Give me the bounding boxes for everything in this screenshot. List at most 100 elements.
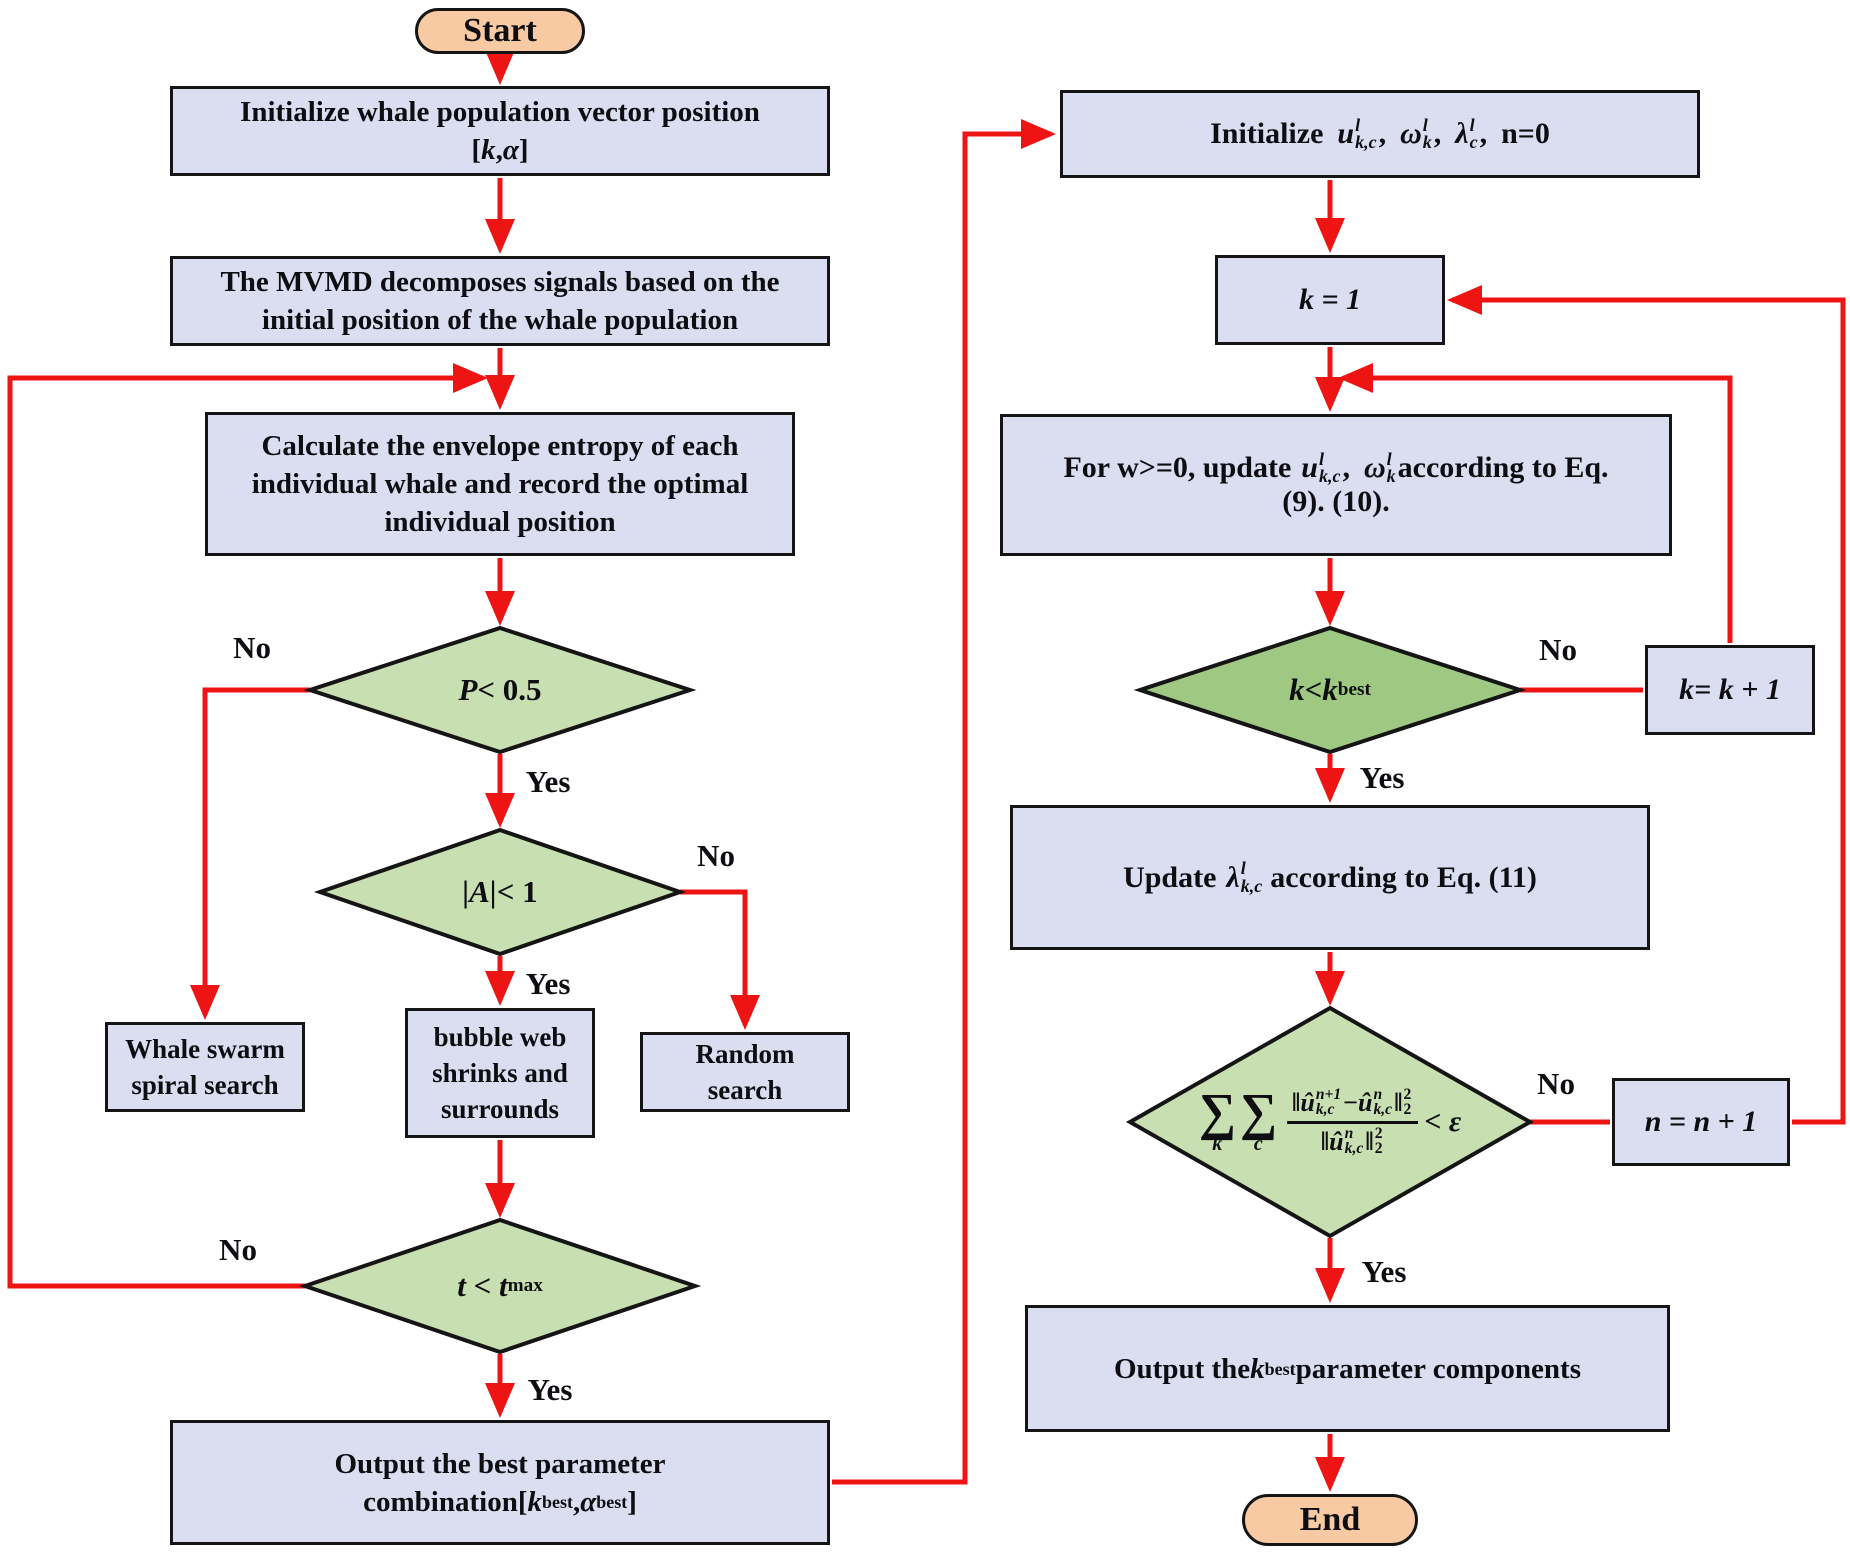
sum-c: ∑c	[1239, 1084, 1277, 1155]
a-var: |A|	[462, 874, 497, 909]
lambda-symbol: λ	[1226, 860, 1240, 894]
t-var: t < t	[457, 1268, 508, 1303]
output-kbest-post: parameter components	[1295, 1352, 1581, 1385]
var-alphabest: α	[580, 1485, 597, 1518]
p-decision-diamond	[303, 625, 697, 755]
u-hat: û	[1358, 1087, 1373, 1117]
random-search-line2: search	[707, 1075, 783, 1105]
nplus-box: n = n + 1	[1612, 1078, 1790, 1166]
bubble-web-line1: bubble web	[433, 1022, 567, 1052]
random-search-box: Random search	[640, 1032, 850, 1112]
converge-no-label: No	[1537, 1066, 1575, 1101]
entropy-line2: individual whale and record the optimal	[251, 468, 749, 500]
comma: ,	[495, 134, 503, 166]
mvmd-line1: The MVMD decomposes signals based on the	[220, 266, 780, 298]
whale-swarm-line1: Whale swarm	[125, 1034, 285, 1064]
arrow-a-no-to-random-search	[680, 889, 760, 1030]
less-than-epsilon: < ε	[1424, 1105, 1462, 1138]
initialize-text: Initialize	[1210, 117, 1324, 150]
according-eq11-text: according to Eq. (11)	[1270, 860, 1537, 894]
comma: ,	[1479, 117, 1488, 150]
bracket-close: ]	[627, 1485, 637, 1518]
a-decision-diamond	[313, 827, 687, 957]
p-yes-label: Yes	[525, 764, 571, 799]
bubble-web-line2: shrinks and	[432, 1058, 568, 1088]
tmax-yes-label: Yes	[527, 1372, 573, 1407]
init-population-box: Initialize whale population vector posit…	[170, 86, 830, 176]
entropy-line3: individual position	[384, 506, 616, 538]
end-label: End	[1299, 1501, 1361, 1538]
omega-symbol: ω	[1363, 451, 1386, 484]
n-equals-zero: n=0	[1501, 117, 1550, 150]
kbest-sub: best	[1264, 1358, 1296, 1379]
for-update-text: For w>=0, update	[1063, 451, 1292, 484]
output-kbest-pre: Output the	[1113, 1352, 1251, 1385]
start-terminal: Start	[415, 8, 585, 54]
kb-best-sub: best	[1337, 679, 1371, 700]
arrow-p-no-to-whale-swarm	[190, 687, 310, 1020]
omega-symbol: ω	[1400, 117, 1422, 150]
alphabest-sub: best	[596, 1491, 628, 1512]
u-symbol: u	[1337, 117, 1355, 150]
p-rest: < 0.5	[477, 672, 542, 707]
kb-yes-label: Yes	[1359, 760, 1405, 795]
mvmd-box: The MVMD decomposes signals based on the…	[170, 256, 830, 346]
comma: ,	[1378, 117, 1387, 150]
tmax-no-label: No	[219, 1232, 257, 1267]
var-kbest-k: k	[527, 1485, 542, 1518]
tmax-decision-diamond	[298, 1217, 702, 1355]
end-terminal: End	[1242, 1494, 1418, 1546]
a-no-label: No	[697, 838, 735, 873]
kb-decision-diamond	[1133, 625, 1527, 755]
var-alpha: α	[502, 134, 519, 166]
output-best-line1: Output the best parameter	[334, 1447, 666, 1480]
k1-box: k = 1	[1215, 255, 1445, 345]
loop-tmax-no-to-entropy-junction	[7, 363, 488, 1289]
comma: ,	[1342, 451, 1350, 484]
a-decision-label: |A| < 1	[320, 830, 680, 954]
init-population-line1: Initialize whale population vector posit…	[240, 96, 760, 128]
bracket-open: [	[471, 134, 482, 166]
u-hat: û	[1329, 1126, 1344, 1156]
comma: ,	[1433, 117, 1442, 150]
p-no-label: No	[233, 630, 271, 665]
p-var: P	[458, 672, 478, 707]
according-text: according to Eq.	[1397, 451, 1609, 484]
kb-no-label: No	[1539, 632, 1577, 667]
minus: −	[1343, 1087, 1358, 1117]
comma: ,	[572, 1485, 581, 1518]
random-search-line1: Random	[695, 1039, 795, 1069]
bracket-close: ]	[518, 134, 529, 166]
entropy-line1: Calculate the envelope entropy of each	[261, 430, 739, 462]
eq-numbers: (9). (10).	[1282, 485, 1390, 519]
entropy-box: Calculate the envelope entropy of each i…	[205, 412, 795, 556]
t-sub: max	[507, 1275, 543, 1296]
lambda-symbol: λ	[1455, 117, 1469, 150]
a-yes-label: Yes	[525, 966, 571, 1001]
sum-k: ∑k	[1198, 1084, 1236, 1155]
whale-swarm-line2: spiral search	[131, 1070, 279, 1100]
start-label: Start	[463, 12, 537, 49]
converge-yes-label: Yes	[1361, 1254, 1407, 1289]
var-k: k	[1250, 1352, 1265, 1385]
mvmd-line2: initial position of the whale population	[261, 304, 739, 336]
kplus-box: k= k + 1	[1645, 645, 1815, 735]
bubble-web-box: bubble web shrinks and surrounds	[405, 1008, 595, 1138]
